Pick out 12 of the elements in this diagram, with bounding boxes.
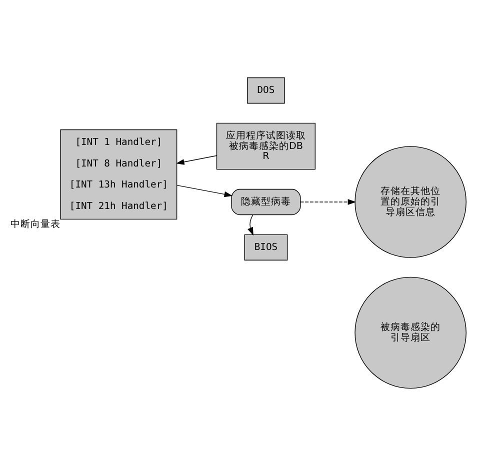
node-label: 中断向量表 — [10, 218, 61, 230]
arrow — [176, 154, 218, 164]
node-box: [INT 1 Handler] [INT 8 Handler] [INT 13h Handler] [INT 21h Handler] — [60, 128, 178, 220]
node-box: 隐藏型病毒 — [231, 188, 301, 215]
node-box: DOS — [247, 76, 285, 104]
node-box: BIOS — [244, 234, 288, 260]
arrow — [300, 198, 356, 204]
arrow — [176, 184, 233, 197]
node-circle: 被病毒感染的引导扇区 — [354, 276, 466, 388]
arrow — [248, 214, 254, 236]
node-circle: 存储在其他位置的原始的引导扇区信息 — [354, 146, 466, 258]
node-box: 应用程序试图读取被病毒感染的DBR — [216, 122, 316, 170]
